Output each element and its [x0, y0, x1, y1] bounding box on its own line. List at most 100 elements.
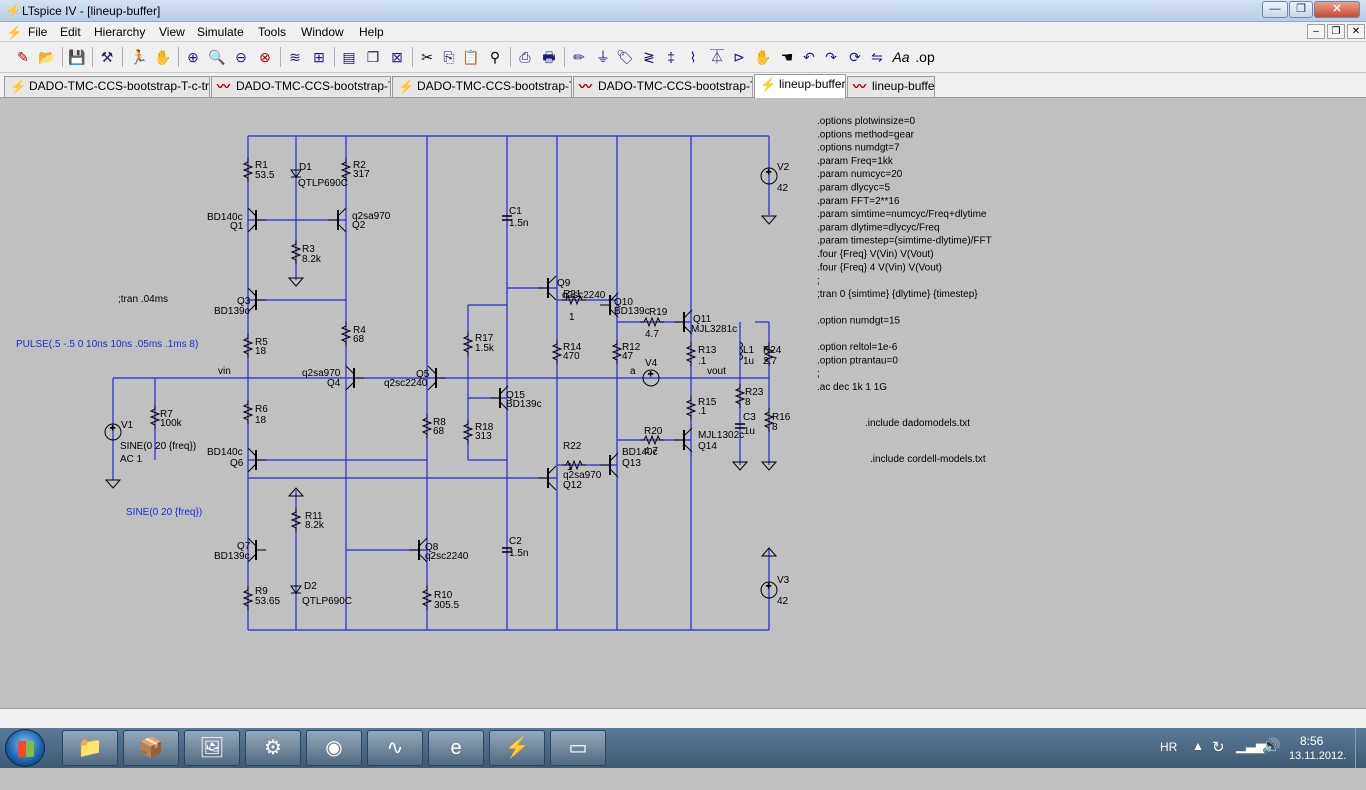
menu-edit[interactable]: Edit	[60, 25, 81, 39]
component-label: 1u	[743, 356, 754, 367]
inductor-icon[interactable]: ⌇	[689, 49, 697, 65]
zoom-out-icon[interactable]: ⊖	[235, 49, 247, 65]
ltspice-icon[interactable]: ⚡	[489, 730, 545, 766]
component-label: 1	[567, 462, 573, 473]
tile-horizontal-icon[interactable]: ▤	[342, 49, 356, 65]
zoom-fit-icon[interactable]: ⊗	[259, 49, 271, 65]
tab-dado-d-waveform-2[interactable]: 〰DADO-TMC-CCS-bootstrap-T-d	[573, 76, 753, 97]
text-icon[interactable]: Aa	[892, 49, 910, 65]
show-hidden-icons[interactable]: ▲	[1192, 739, 1204, 753]
ltspice-app-icon[interactable]: ⚡	[5, 3, 22, 18]
minimize-button[interactable]: —	[1262, 1, 1288, 18]
internet-explorer-icon[interactable]: e	[428, 730, 484, 766]
spice-directive: .four {Freq} V(Vin) V(Vout)	[817, 249, 934, 260]
schematic-doc-icon[interactable]: ⚡	[6, 25, 23, 40]
component-label: QTLP690C	[298, 178, 348, 189]
pan-icon[interactable]: 🔍	[208, 49, 226, 65]
find-icon[interactable]: ⚲	[489, 49, 501, 65]
component-label: Q9	[557, 278, 571, 289]
tab-dado-d-waveform[interactable]: 〰DADO-TMC-CCS-bootstrap-T-d	[211, 76, 391, 97]
capacitor-icon[interactable]: ‡	[667, 49, 675, 65]
menu-file[interactable]: File	[28, 25, 48, 39]
tab-lineup-buffer-waveform[interactable]: 〰lineup-buffer	[847, 76, 935, 97]
menu-hierarchy[interactable]: Hierarchy	[94, 25, 146, 39]
rotate-icon[interactable]: ⟳	[849, 49, 861, 65]
windows-taskbar: 📁📦🖼⚙◉∿e⚡▭ HR ▲ ↻ ▁▃▅ 🔊 8:56 13.11.2012.	[0, 728, 1366, 768]
maximize-button[interactable]: ❐	[1289, 1, 1313, 18]
ground-icon[interactable]: ⏚	[596, 49, 610, 65]
network-icon[interactable]: ▁▃▅	[1236, 738, 1266, 753]
mdi-restore-button[interactable]: ❐	[1327, 24, 1345, 39]
zoom-in-icon[interactable]: ⊕	[187, 49, 199, 65]
menu-view[interactable]: View	[159, 25, 185, 39]
paste-icon[interactable]: 📋	[462, 49, 480, 65]
copy-icon[interactable]: ⎘	[443, 49, 455, 65]
component-label: BD139c	[214, 306, 250, 317]
cascade-windows-icon[interactable]: ❐	[366, 49, 380, 65]
open-folder-icon[interactable]: 📂	[38, 49, 56, 65]
component-icon[interactable]: ⊳	[733, 49, 745, 65]
resistor-symbol	[685, 396, 697, 420]
save-icon[interactable]: 💾	[68, 49, 86, 65]
menu-tools[interactable]: Tools	[258, 25, 287, 39]
resistor-icon[interactable]: ≷	[643, 49, 655, 65]
control-panel-icon[interactable]: ⚒	[100, 49, 114, 65]
spice-directive: .four {Freq} 4 V(Vin) V(Vout)	[817, 262, 942, 273]
installer-icon[interactable]: 📦	[123, 730, 179, 766]
show-desktop-button[interactable]	[1355, 728, 1366, 768]
component-label: 1.5n	[509, 548, 528, 559]
notepad-icon[interactable]: ▭	[550, 730, 606, 766]
component-label: 305.5	[434, 600, 459, 611]
tab-dado-d-schematic[interactable]: ⚡DADO-TMC-CCS-bootstrap-T-d	[392, 76, 572, 97]
menu-simulate[interactable]: Simulate	[197, 25, 244, 39]
lab-tool-icon[interactable]: ⚙	[245, 730, 301, 766]
pick-visible-traces-icon[interactable]: ⊞	[313, 49, 325, 65]
menu-window[interactable]: Window	[301, 25, 344, 39]
draw-wire-icon[interactable]: ✏	[573, 49, 585, 65]
close-button[interactable]: ✕	[1314, 1, 1360, 18]
redo-icon[interactable]: ↷	[825, 49, 837, 65]
menu-help[interactable]: Help	[359, 25, 384, 39]
trendmicro-icon[interactable]: ◉	[306, 730, 362, 766]
explorer-icon[interactable]: 📁	[62, 730, 118, 766]
cut-icon[interactable]: ✂	[421, 49, 433, 65]
voltage-source-v2	[760, 167, 778, 185]
language-indicator[interactable]: HR	[1160, 740, 1178, 754]
close-window-icon[interactable]: ⊠	[391, 49, 403, 65]
start-button[interactable]	[5, 729, 45, 767]
tab-lineup-buffer-schematic[interactable]: ⚡lineup-buffer	[754, 74, 846, 98]
mdi-close-button[interactable]: ✕	[1347, 24, 1365, 39]
window-titlebar[interactable]: ⚡ LTspice IV - [lineup-buffer] — ❐ ✕	[0, 0, 1366, 22]
new-schematic-icon[interactable]: ✎	[17, 49, 29, 65]
pulse-source-text: PULSE(.5 -.5 0 10ns 10ns .05ms .1ms 8)	[16, 339, 198, 350]
sync-icon[interactable]: ↻	[1212, 739, 1225, 756]
label-net-icon[interactable]: 🏷	[616, 49, 634, 65]
drag-icon[interactable]: ☚	[780, 49, 794, 65]
clock-date[interactable]: 13.11.2012.	[1289, 750, 1347, 762]
print-setup-icon[interactable]: ⎙	[519, 49, 531, 65]
autorange-icon[interactable]: ≋	[289, 49, 301, 65]
ground-symbol	[760, 461, 778, 471]
undo-icon[interactable]: ↶	[803, 49, 815, 65]
spice-directive-icon[interactable]: .op	[915, 49, 935, 65]
component-label: MJL1302c	[698, 430, 744, 441]
diode-icon[interactable]: ⏄	[710, 49, 724, 65]
oscilloscope-icon[interactable]: ∿	[367, 730, 423, 766]
media-icon[interactable]: 🖼	[184, 730, 240, 766]
voltage-source-v2: +	[766, 167, 771, 177]
run-icon[interactable]: 🏃	[130, 49, 148, 65]
schematic-drawing[interactable]: ++++ R153.5D1QTLP690CR2317BD140cQ1q2sa97…	[0, 98, 1366, 708]
mirror-icon[interactable]: ⇋	[871, 49, 883, 65]
clock-time[interactable]: 8:56	[1300, 734, 1324, 748]
component-label: R10	[434, 590, 453, 601]
move-icon[interactable]: ✋	[754, 49, 772, 65]
component-label: Q6	[230, 458, 244, 469]
component-label: a	[630, 366, 636, 377]
tab-dado-triple-schematic[interactable]: ⚡DADO-TMC-CCS-bootstrap-T-c-triple	[4, 76, 210, 97]
volume-icon[interactable]: 🔊	[1262, 738, 1281, 755]
mdi-minimize-button[interactable]: –	[1307, 24, 1325, 39]
print-icon[interactable]: 🖶	[542, 49, 556, 65]
schematic-icon: ⚡	[398, 79, 415, 94]
halt-icon[interactable]: ✋	[154, 49, 172, 65]
